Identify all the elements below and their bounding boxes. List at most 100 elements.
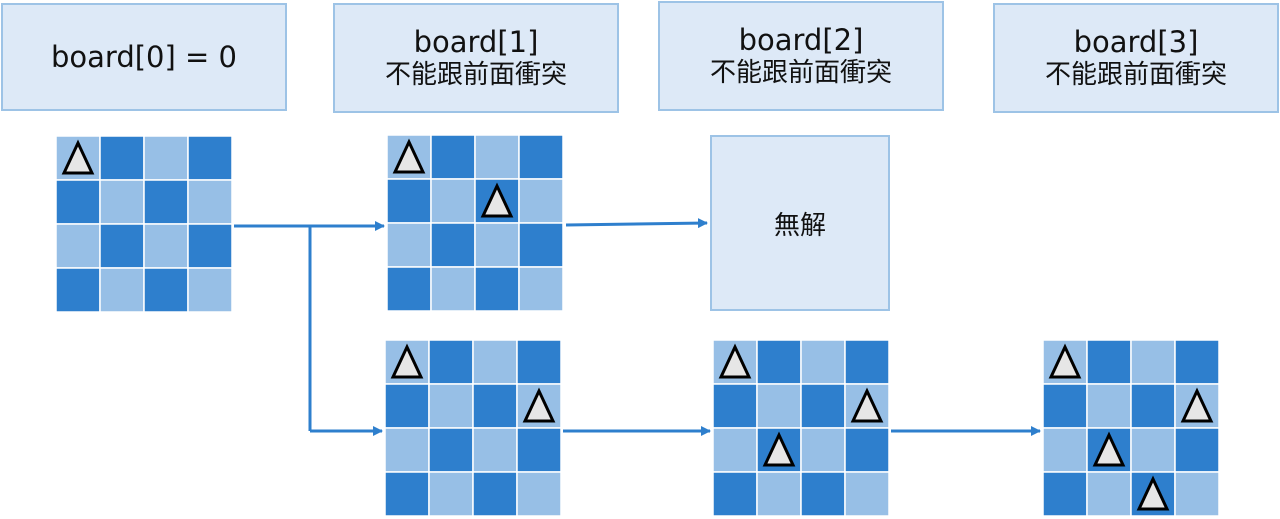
queen-triangle-icon (392, 138, 426, 174)
board-cell (187, 223, 233, 269)
arrow-board1a-to-nosolution (565, 218, 708, 229)
board-cell (143, 179, 189, 225)
board-cell (844, 471, 890, 517)
board-step0 (55, 135, 233, 313)
queen-triangle-icon (762, 431, 796, 467)
board-cell (99, 223, 145, 269)
board-cell (430, 222, 476, 268)
header-board3-subtitle: 不能跟前面衝突 (1044, 59, 1227, 90)
board-cell (518, 178, 564, 224)
board-cell (756, 383, 802, 429)
queen-triangle-icon (850, 387, 884, 423)
queen-triangle-icon (1136, 475, 1170, 511)
board-cell (1086, 339, 1132, 385)
board-cell (1130, 383, 1176, 429)
board-cell (386, 222, 432, 268)
board-step2-b (712, 339, 890, 517)
queen-triangle-icon (1180, 387, 1214, 423)
board-cell (712, 471, 758, 517)
board-cell (187, 267, 233, 313)
board-cell (516, 427, 562, 473)
board-cell (1174, 427, 1220, 473)
queen-triangle-icon (522, 387, 556, 423)
board-cell (430, 266, 476, 312)
board-cell (516, 471, 562, 517)
header-board1: board[1] 不能跟前面衝突 (333, 3, 619, 113)
board-cell (474, 266, 520, 312)
no-solution-label: 無解 (773, 210, 826, 241)
board-cell (472, 427, 518, 473)
board-cell (756, 471, 802, 517)
queen-triangle-icon (61, 139, 95, 175)
board-cell (1086, 471, 1132, 517)
header-board1-title: board[1] (413, 25, 539, 59)
board-cell (187, 135, 233, 181)
header-board0-title: board[0] = 0 (50, 39, 237, 74)
board-cell (712, 427, 758, 473)
board-cell (1130, 339, 1176, 385)
board-cell (143, 223, 189, 269)
board-cell (55, 223, 101, 269)
board-step3-b (1042, 339, 1220, 517)
board-cell (386, 178, 432, 224)
board-cell (55, 267, 101, 313)
board-cell (384, 383, 430, 429)
board-cell (430, 134, 476, 180)
header-board2: board[2] 不能跟前面衝突 (658, 1, 944, 111)
board-cell (1042, 471, 1088, 517)
queen-triangle-icon (1048, 343, 1082, 379)
board-cell (428, 339, 474, 385)
queen-triangle-icon (718, 343, 752, 379)
board-cell (428, 427, 474, 473)
board-step1-b (384, 339, 562, 517)
board-cell (516, 339, 562, 385)
board-cell (474, 134, 520, 180)
board-cell (99, 267, 145, 313)
board-cell (143, 135, 189, 181)
board-cell (800, 427, 846, 473)
boards-layer (55, 134, 1220, 517)
board-cell (472, 383, 518, 429)
board-cell (1042, 383, 1088, 429)
board-cell (472, 471, 518, 517)
board-cell (430, 178, 476, 224)
board-cell (800, 471, 846, 517)
board-cell (1130, 427, 1176, 473)
board-cell (384, 427, 430, 473)
board-cell (55, 179, 101, 225)
board-step1-a (386, 134, 564, 312)
board-cell (844, 427, 890, 473)
board-cell (1174, 471, 1220, 517)
board-cell (518, 266, 564, 312)
board-cell (1042, 427, 1088, 473)
board-cell (712, 383, 758, 429)
no-solution-box: 無解 (710, 135, 890, 311)
queen-triangle-icon (390, 343, 424, 379)
board-cell (1174, 339, 1220, 385)
arrows-layer (234, 218, 1041, 436)
board-cell (384, 471, 430, 517)
board-cell (386, 266, 432, 312)
board-cell (187, 179, 233, 225)
board-cell (1086, 383, 1132, 429)
header-board2-title: board[2] (738, 23, 864, 57)
board-cell (99, 135, 145, 181)
header-board2-subtitle: 不能跟前面衝突 (709, 57, 892, 88)
header-board3-title: board[3] (1073, 25, 1199, 59)
board-cell (428, 471, 474, 517)
board-cell (518, 134, 564, 180)
board-cell (472, 339, 518, 385)
board-cell (474, 222, 520, 268)
header-board0: board[0] = 0 (1, 3, 287, 111)
board-cell (756, 339, 802, 385)
board-cell (844, 339, 890, 385)
board-cell (428, 383, 474, 429)
board-cell (518, 222, 564, 268)
board-cell (800, 383, 846, 429)
board-cell (800, 339, 846, 385)
board-cell (143, 267, 189, 313)
header-board1-subtitle: 不能跟前面衝突 (384, 59, 567, 90)
queen-triangle-icon (1092, 431, 1126, 467)
header-board3: board[3] 不能跟前面衝突 (993, 3, 1279, 113)
